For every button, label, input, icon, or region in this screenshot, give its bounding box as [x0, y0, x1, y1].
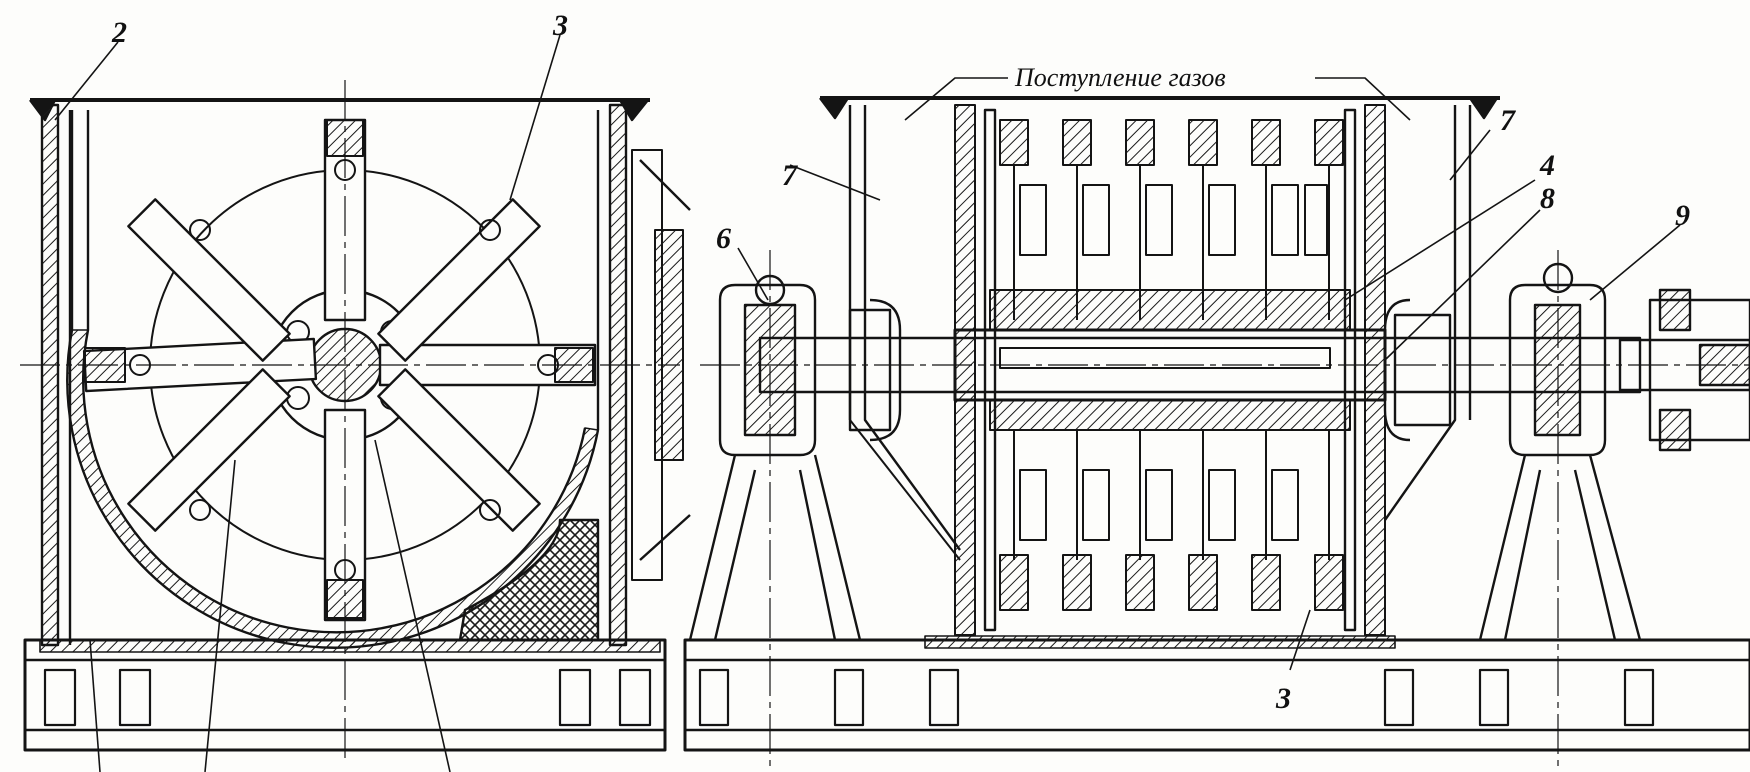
- label-7-left: 7: [782, 159, 798, 192]
- label-3-top-left: 3: [552, 9, 568, 42]
- label-9: 9: [1675, 199, 1690, 232]
- label-4: 4: [1539, 149, 1555, 182]
- label-8: 8: [1540, 182, 1555, 215]
- label-3-bottom: 3: [1275, 682, 1291, 715]
- right-view-section: [683, 77, 1750, 770]
- label-6: 6: [716, 222, 731, 255]
- caption-gas-inlet: Поступление газов: [1014, 63, 1226, 92]
- label-7-right: 7: [1500, 104, 1516, 137]
- label-2-left: 2: [111, 16, 127, 49]
- left-view-section: [20, 34, 691, 772]
